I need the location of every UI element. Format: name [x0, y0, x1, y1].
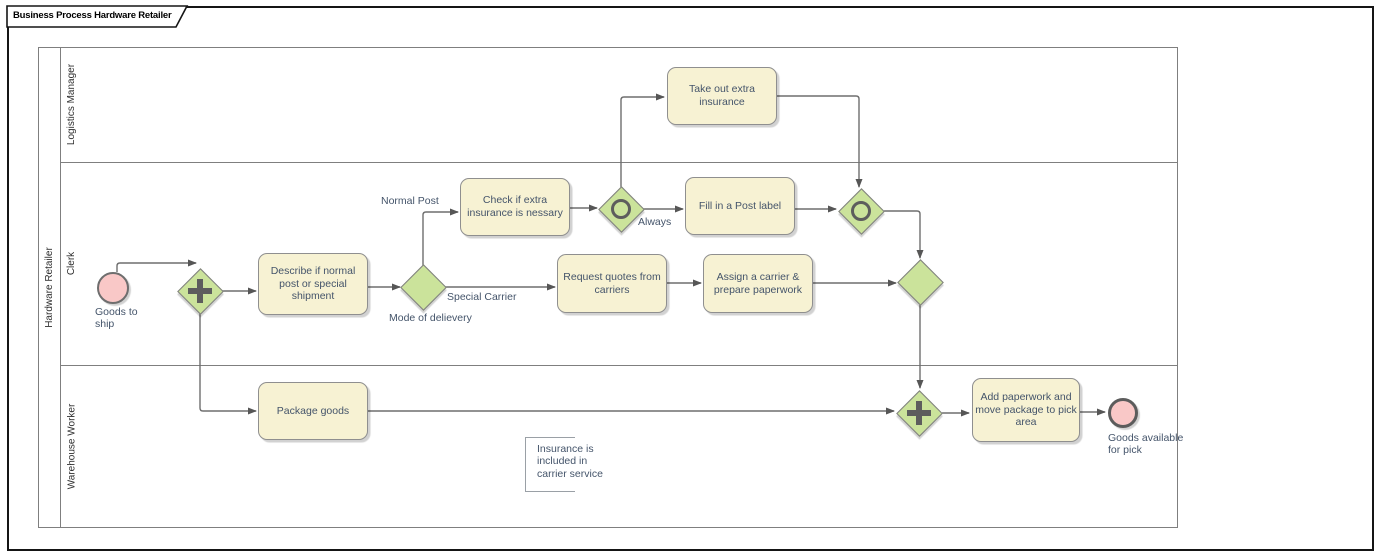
flow-start-to-parallel-split[interactable]: [116, 259, 197, 272]
gateway-label-mode-of-delivery: Mode of delievery: [389, 312, 472, 324]
gateway-exclusive-mode[interactable]: [400, 264, 447, 311]
gateway-parallel-join[interactable]: [896, 390, 943, 437]
flow-merge-to-exclusive-merge[interactable]: [884, 210, 924, 259]
parallel-plus-icon: [177, 268, 223, 314]
annotation-text: Insurance is included in carrier service: [537, 443, 603, 480]
start-event-label: Goods to ship: [95, 306, 138, 331]
task-add-paperwork[interactable]: Add paperwork and move package to pick a…: [972, 378, 1080, 442]
task-check-insurance-label: Check if extra insurance is nessary: [467, 194, 563, 219]
start-event[interactable]: [97, 272, 129, 304]
flow-take-out-to-merge[interactable]: [777, 95, 863, 188]
task-package-goods-label: Package goods: [276, 404, 350, 417]
flow-label-special-carrier: Special Carrier: [447, 291, 517, 303]
task-describe-shipment[interactable]: Describe if normal post or special shipm…: [258, 253, 368, 315]
gateway-exclusive-merge[interactable]: [897, 259, 944, 306]
flow-normal-post[interactable]: [422, 208, 459, 266]
task-fill-post-label[interactable]: Fill in a Post label: [685, 177, 795, 235]
pool-header[interactable]: Hardware Retailer: [38, 47, 61, 528]
inclusive-ring-icon: [598, 186, 644, 232]
task-describe-shipment-label: Describe if normal post or special shipm…: [270, 264, 356, 303]
title-tab-outline: [6, 5, 189, 28]
task-take-out-insurance[interactable]: Take out extra insurance: [667, 67, 777, 125]
flow-label-normal-post: Normal Post: [381, 195, 439, 207]
gateway-label-always: Always: [638, 216, 672, 228]
lane-divider-2: [60, 365, 1177, 366]
task-check-insurance[interactable]: Check if extra insurance is nessary: [460, 178, 570, 236]
task-take-out-insurance-label: Take out extra insurance: [689, 83, 755, 108]
page-border: [7, 6, 1374, 551]
task-assign-carrier-label: Assign a carrier & prepare paperwork: [713, 270, 803, 296]
lane-divider-1: [60, 162, 1177, 163]
diagram-title[interactable]: Business Process Hardware Retailer: [13, 10, 172, 21]
end-event-label: Goods available for pick: [1108, 432, 1184, 457]
pool-hardware-retailer[interactable]: [38, 47, 1178, 528]
task-request-quotes[interactable]: Request quotes from carriers: [557, 254, 667, 313]
inclusive-ring-icon: [838, 188, 884, 234]
parallel-plus-icon: [896, 390, 942, 436]
end-event[interactable]: [1108, 398, 1138, 428]
task-add-paperwork-label: Add paperwork and move package to pick a…: [975, 390, 1077, 429]
gateway-inclusive-merge[interactable]: [838, 188, 885, 235]
flow-split-to-package-goods[interactable]: [199, 313, 257, 415]
annotation-bracket[interactable]: [525, 437, 575, 492]
flow-always-to-take-out[interactable]: [620, 93, 665, 187]
gateway-parallel-split[interactable]: [177, 268, 224, 315]
gateway-inclusive-always[interactable]: [598, 186, 645, 233]
task-assign-carrier[interactable]: Assign a carrier & prepare paperwork: [703, 254, 813, 313]
task-package-goods[interactable]: Package goods: [258, 382, 368, 440]
task-fill-post-label-label: Fill in a Post label: [698, 199, 782, 212]
task-request-quotes-label: Request quotes from carriers: [563, 270, 661, 296]
